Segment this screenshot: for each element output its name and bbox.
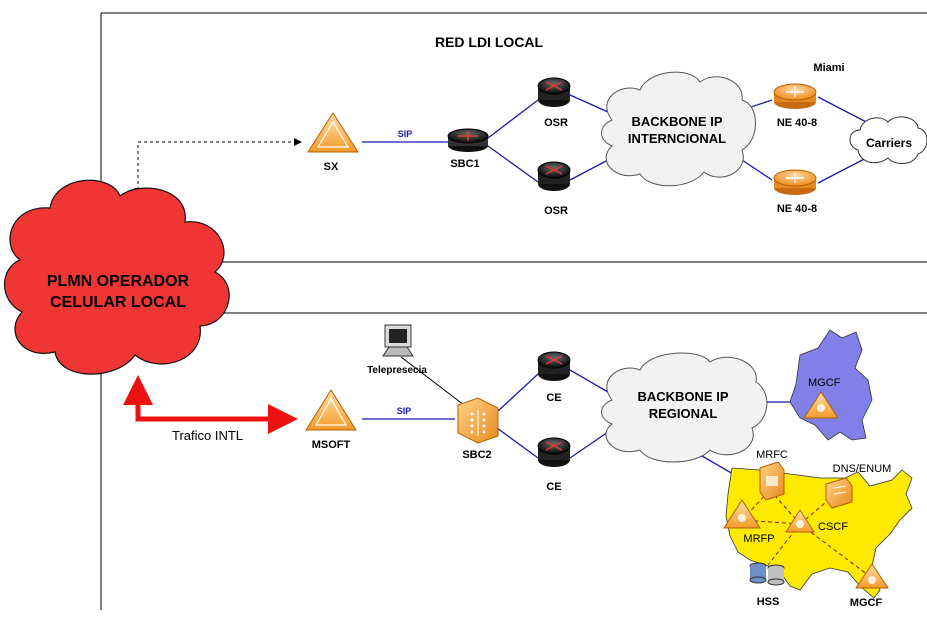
- hss-label: HSS: [757, 596, 780, 608]
- mrfc-server-icon: [759, 461, 785, 501]
- ne-bottom-label: NE 40-8: [777, 203, 817, 215]
- sbc1-router-icon: [447, 128, 489, 152]
- ce-top-label: CE: [546, 392, 561, 404]
- link-sbc1-osr-top: [487, 99, 539, 139]
- traffic-label: Trafico INTL: [172, 428, 243, 443]
- sbc2-gateway-icon: [457, 397, 499, 444]
- ne-top-router-icon: [773, 83, 817, 109]
- hss-database-icon: [749, 562, 785, 586]
- sip-top-label: SIP: [398, 129, 413, 139]
- sx-softswitch-icon: [307, 112, 359, 153]
- mgcf-us-label: MGCF: [850, 597, 883, 609]
- osr-top-label: OSR: [544, 117, 568, 129]
- traffic-arrow: [123, 375, 298, 434]
- ce-bottom-label: CE: [546, 481, 561, 493]
- backbone-international-cloud: BACKBONE IP INTERNCIONAL: [601, 71, 756, 187]
- link-osr-top-backbone: [569, 94, 609, 113]
- plmn-cloud: PLMN OPERADOR CELULAR LOCAL: [4, 179, 230, 375]
- ce-bottom-router-icon: [537, 437, 571, 467]
- top-section-frame: [100, 12, 927, 263]
- mgcf-colombia-icon: [803, 391, 839, 419]
- dns-enum-label: DNS/ENUM: [833, 463, 892, 475]
- ne-bottom-router-icon: [773, 169, 817, 195]
- osr-bottom-label: OSR: [544, 205, 568, 217]
- ne-top-label: NE 40-8: [777, 117, 817, 129]
- mgcf-us-icon: [855, 563, 889, 589]
- sbc1-label: SBC1: [450, 158, 479, 170]
- plmn-label-line2: CELULAR LOCAL: [50, 294, 186, 311]
- carriers-cloud: Carriers: [849, 116, 927, 164]
- link-backbone-ne-bottom: [741, 159, 773, 181]
- backbone-regional-cloud: BACKBONE IP REGIONAL: [601, 352, 768, 463]
- mgcf-colombia-label: MGCF: [808, 377, 841, 389]
- backbone-reg-line1: BACKBONE IP: [637, 389, 728, 404]
- miami-label: Miami: [813, 62, 844, 74]
- sx-label: SX: [324, 161, 339, 173]
- top-section-title: RED LDI LOCAL: [435, 34, 544, 50]
- telepresence-terminal-icon: [382, 324, 414, 357]
- plmn-label-line1: PLMN OPERADOR: [47, 273, 190, 290]
- sbc2-label: SBC2: [462, 449, 491, 461]
- link-sbc2-ce-bottom: [496, 427, 539, 459]
- cscf-label: CSCF: [818, 521, 848, 533]
- telepresence-label: Telepresecia: [367, 365, 427, 376]
- link-osr-bottom-backbone: [569, 159, 609, 181]
- backbone-int-line1: BACKBONE IP: [631, 114, 722, 129]
- ce-top-router-icon: [537, 351, 571, 381]
- dns-enum-server-icon: [825, 477, 853, 509]
- sip-bottom-label: SIP: [397, 406, 412, 416]
- msoft-softswitch-icon: [305, 389, 357, 431]
- link-sbc1-osr-bottom: [487, 145, 539, 183]
- osr-bottom-router-icon: [537, 161, 571, 191]
- link-ne-top-carriers: [817, 96, 873, 126]
- msoft-label: MSOFT: [312, 439, 351, 451]
- backbone-int-line2: INTERNCIONAL: [628, 131, 726, 146]
- cscf-icon: [785, 509, 815, 533]
- mrfp-icon: [723, 499, 761, 529]
- link-ce-bottom-backbone: [569, 431, 609, 459]
- osr-top-router-icon: [537, 77, 571, 107]
- link-sbc2-ce-top: [496, 373, 539, 413]
- link-tele-sbc2: [400, 356, 465, 406]
- mrfp-label: MRFP: [743, 533, 774, 545]
- dotted-link-plmn-sx: [134, 138, 302, 196]
- backbone-reg-line2: REGIONAL: [649, 406, 718, 421]
- carriers-label: Carriers: [866, 136, 912, 150]
- mrfc-label: MRFC: [756, 449, 788, 461]
- link-ce-top-backbone: [569, 369, 609, 393]
